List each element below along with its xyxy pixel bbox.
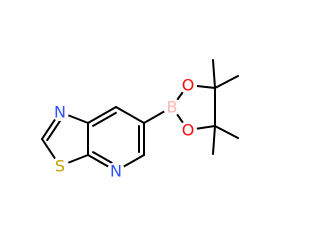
atom-n-pyridine-background: [107, 162, 125, 180]
atom-n-thiazole-background: [51, 103, 69, 121]
bond-c3a-c4: [87, 106, 117, 124]
atom-s-thiazole: S: [55, 157, 65, 176]
bond-methyl-bottom-1: [214, 125, 239, 139]
bond-methyl-top-2: [214, 75, 239, 89]
atom-boron-background: [163, 98, 181, 116]
atom-o-bottom: O: [182, 121, 195, 140]
structure-diagram: N S N BO O: [41, 59, 239, 181]
atom-boron: B: [167, 98, 178, 117]
bond-c3a-c4-double: [92, 111, 117, 127]
bond-methyl-bottom-2: [212, 125, 216, 155]
atom-n-thiazole: N: [54, 103, 66, 122]
bond-c4-c5: [115, 106, 145, 124]
atom-n-pyridine: N: [110, 162, 122, 181]
atom-o-bottom-background: [179, 121, 197, 139]
atom-o-top: O: [182, 76, 195, 95]
atom-s-thiazole-background: [51, 157, 69, 175]
bond-methyl-top-1: [212, 59, 216, 89]
atom-o-top-background: [179, 76, 197, 94]
